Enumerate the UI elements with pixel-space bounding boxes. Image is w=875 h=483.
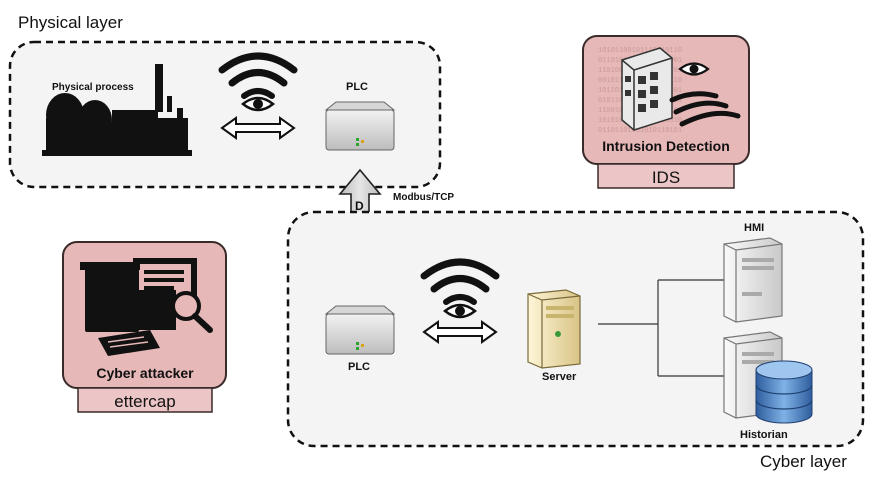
plc-bottom-label: PLC xyxy=(348,361,370,373)
plc-bottom-device xyxy=(324,305,396,355)
network-connectors xyxy=(598,279,724,377)
svg-text:01101101001010110101: 01101101001010110101 xyxy=(598,127,682,135)
attacker-tag-label: ettercap xyxy=(114,392,175,411)
modbus-tcp-label: Modbus/TCP xyxy=(393,192,454,203)
server-icon xyxy=(527,289,581,369)
bidirectional-arrow-bottom xyxy=(422,320,498,344)
server-label: Server xyxy=(542,371,577,383)
hmi-label: HMI xyxy=(744,222,764,234)
historian-label: Historian xyxy=(740,429,788,441)
physical-layer-label: Physical layer xyxy=(18,13,123,32)
wifi-eye-icon xyxy=(218,52,298,112)
cyber-layer-label: Cyber layer xyxy=(760,452,847,471)
ids-tag-box xyxy=(597,163,735,189)
wifi-eye-icon-bottom xyxy=(420,258,500,319)
plc-top-device xyxy=(324,101,396,151)
data-letter-d: D xyxy=(355,199,364,213)
ids-title: Intrusion Detection xyxy=(602,138,730,154)
svg-text:10101100101110010110: 10101100101110010110 xyxy=(598,47,682,55)
database-icon xyxy=(755,360,813,424)
hmi-server-icon xyxy=(723,237,783,323)
ids-eye-wifi-icon xyxy=(669,62,741,127)
factory-icon xyxy=(42,64,192,156)
attacker-computer-icon xyxy=(80,258,197,356)
attacker-tag-box xyxy=(77,387,213,413)
ids-tag-label: IDS xyxy=(652,168,680,187)
physical-process-label: Physical process xyxy=(52,82,134,93)
magnifier-icon xyxy=(171,291,213,333)
plc-top-label: PLC xyxy=(346,81,368,93)
bidirectional-arrow xyxy=(220,116,296,140)
ids-server-icon xyxy=(621,47,673,131)
attacker-title: Cyber attacker xyxy=(96,365,194,381)
